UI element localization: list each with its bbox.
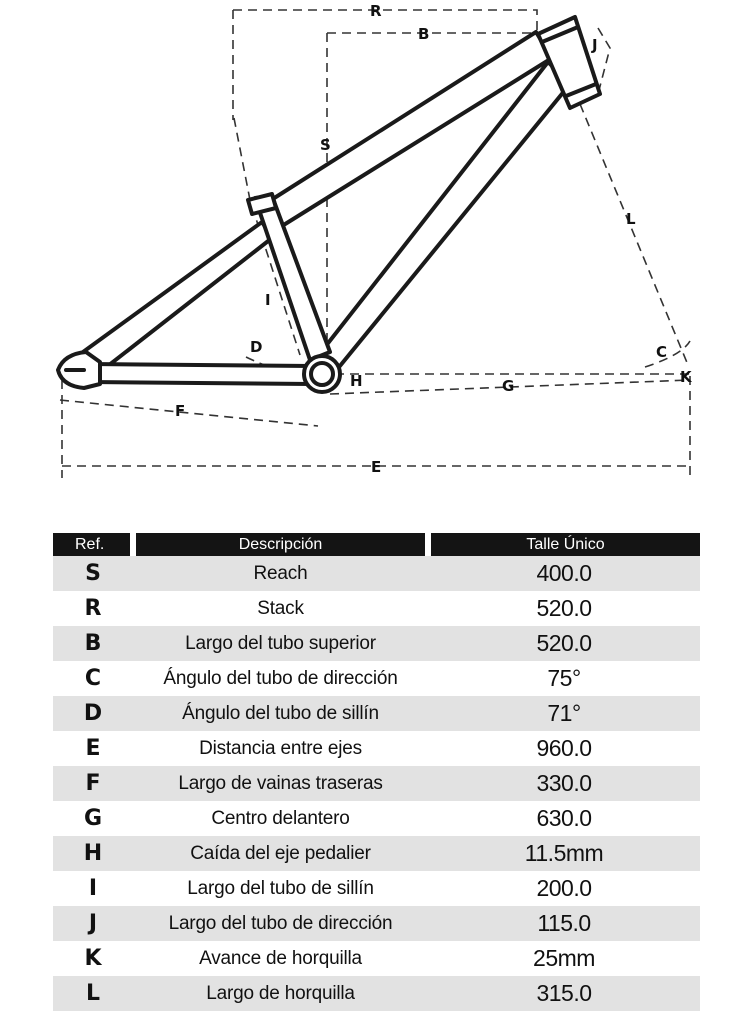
ref-cell: K <box>84 946 102 971</box>
ref-cell: R <box>84 596 102 621</box>
value-cell: 520.0 <box>536 595 592 621</box>
description-cell: Caída del eje pedalier <box>133 836 428 871</box>
label-c: C <box>656 343 667 361</box>
ref-cell: I <box>88 876 98 901</box>
table-row: C Ángulo del tubo de dirección 75° <box>53 661 700 696</box>
chain-stay <box>88 362 314 386</box>
table-row: R Stack 520.0 <box>53 591 700 626</box>
value-cell: 75° <box>547 665 581 691</box>
header-value: Talle Único <box>428 533 700 556</box>
table-row: E Distancia entre ejes 960.0 <box>53 731 700 766</box>
bottom-bracket-inner <box>309 361 335 387</box>
label-g: G <box>502 377 514 395</box>
ref-cell: E <box>85 736 101 761</box>
description-cell: Largo del tubo de dirección <box>133 906 428 941</box>
head-tube-ring-bottom <box>564 82 598 98</box>
ref-cell: H <box>53 836 133 871</box>
description-cell: Avance de horquilla <box>199 947 362 969</box>
dim-c-arc <box>644 340 691 368</box>
frame-geometry-diagram: R B J S L I D C H G K F E <box>56 2 693 478</box>
bike-frame <box>56 15 602 394</box>
label-e: E <box>371 458 381 476</box>
ref-cell: J <box>53 906 133 941</box>
dim-j-line <box>597 27 611 95</box>
value-cell: 400.0 <box>428 556 700 591</box>
value-cell: 315.0 <box>428 976 700 1011</box>
head-tube <box>536 15 602 110</box>
value-cell: 71° <box>428 696 700 731</box>
dim-f-line <box>59 399 319 427</box>
label-k: K <box>680 368 693 386</box>
table-row: G Centro delantero 630.0 <box>53 801 700 836</box>
ref-cell: B <box>53 626 133 661</box>
header-description: Descripción <box>133 533 431 556</box>
seat-stay <box>70 220 274 378</box>
description-cell: Stack <box>257 597 304 619</box>
description-cell: Ángulo del tubo de sillín <box>133 696 428 731</box>
value-cell: 115.0 <box>428 906 700 941</box>
value-cell: 200.0 <box>536 875 592 901</box>
description-cell: Largo del tubo superior <box>133 626 428 661</box>
description-cell: Ángulo del tubo de dirección <box>163 667 398 689</box>
description-cell: Largo del tubo de sillín <box>187 877 374 899</box>
label-d: D <box>250 338 262 356</box>
ref-cell: D <box>53 696 133 731</box>
label-s: S <box>320 136 331 154</box>
label-f: F <box>175 402 185 420</box>
value-cell: 25mm <box>533 945 595 971</box>
description-cell: Largo de vainas traseras <box>133 766 428 801</box>
table-header-row: Ref. Descripción Talle Único <box>53 533 700 556</box>
ref-cell: F <box>53 766 133 801</box>
table-row: K Avance de horquilla 25mm <box>53 941 700 976</box>
description-cell: Distancia entre ejes <box>199 737 362 759</box>
label-l: L <box>626 210 636 228</box>
label-h: H <box>350 372 363 390</box>
seat-tube-top <box>246 192 278 216</box>
value-cell: 960.0 <box>536 735 592 761</box>
value-cell: 520.0 <box>428 626 700 661</box>
description-cell: Reach <box>133 556 428 591</box>
ref-cell: C <box>84 666 102 691</box>
description-cell: Centro delantero <box>211 807 350 829</box>
label-r: R <box>370 2 382 20</box>
head-tube-ring-top <box>540 25 580 44</box>
dim-l-line <box>579 103 689 366</box>
label-i: I <box>265 291 271 309</box>
ref-cell: L <box>53 976 133 1011</box>
ref-cell: G <box>83 806 103 831</box>
dim-g-line <box>329 379 691 395</box>
value-cell: 11.5mm <box>428 836 700 871</box>
description-cell: Largo de horquilla <box>133 976 428 1011</box>
label-b: B <box>418 25 429 43</box>
ref-cell: S <box>53 556 133 591</box>
table-row: I Largo del tubo de sillín 200.0 <box>53 871 700 906</box>
dimension-labels: R B J S L I D C H G K F E <box>175 2 693 476</box>
label-j: J <box>591 36 598 54</box>
dim-r-line <box>232 9 538 120</box>
value-cell: 630.0 <box>536 805 592 831</box>
value-cell: 330.0 <box>428 766 700 801</box>
header-ref: Ref. <box>53 533 136 556</box>
